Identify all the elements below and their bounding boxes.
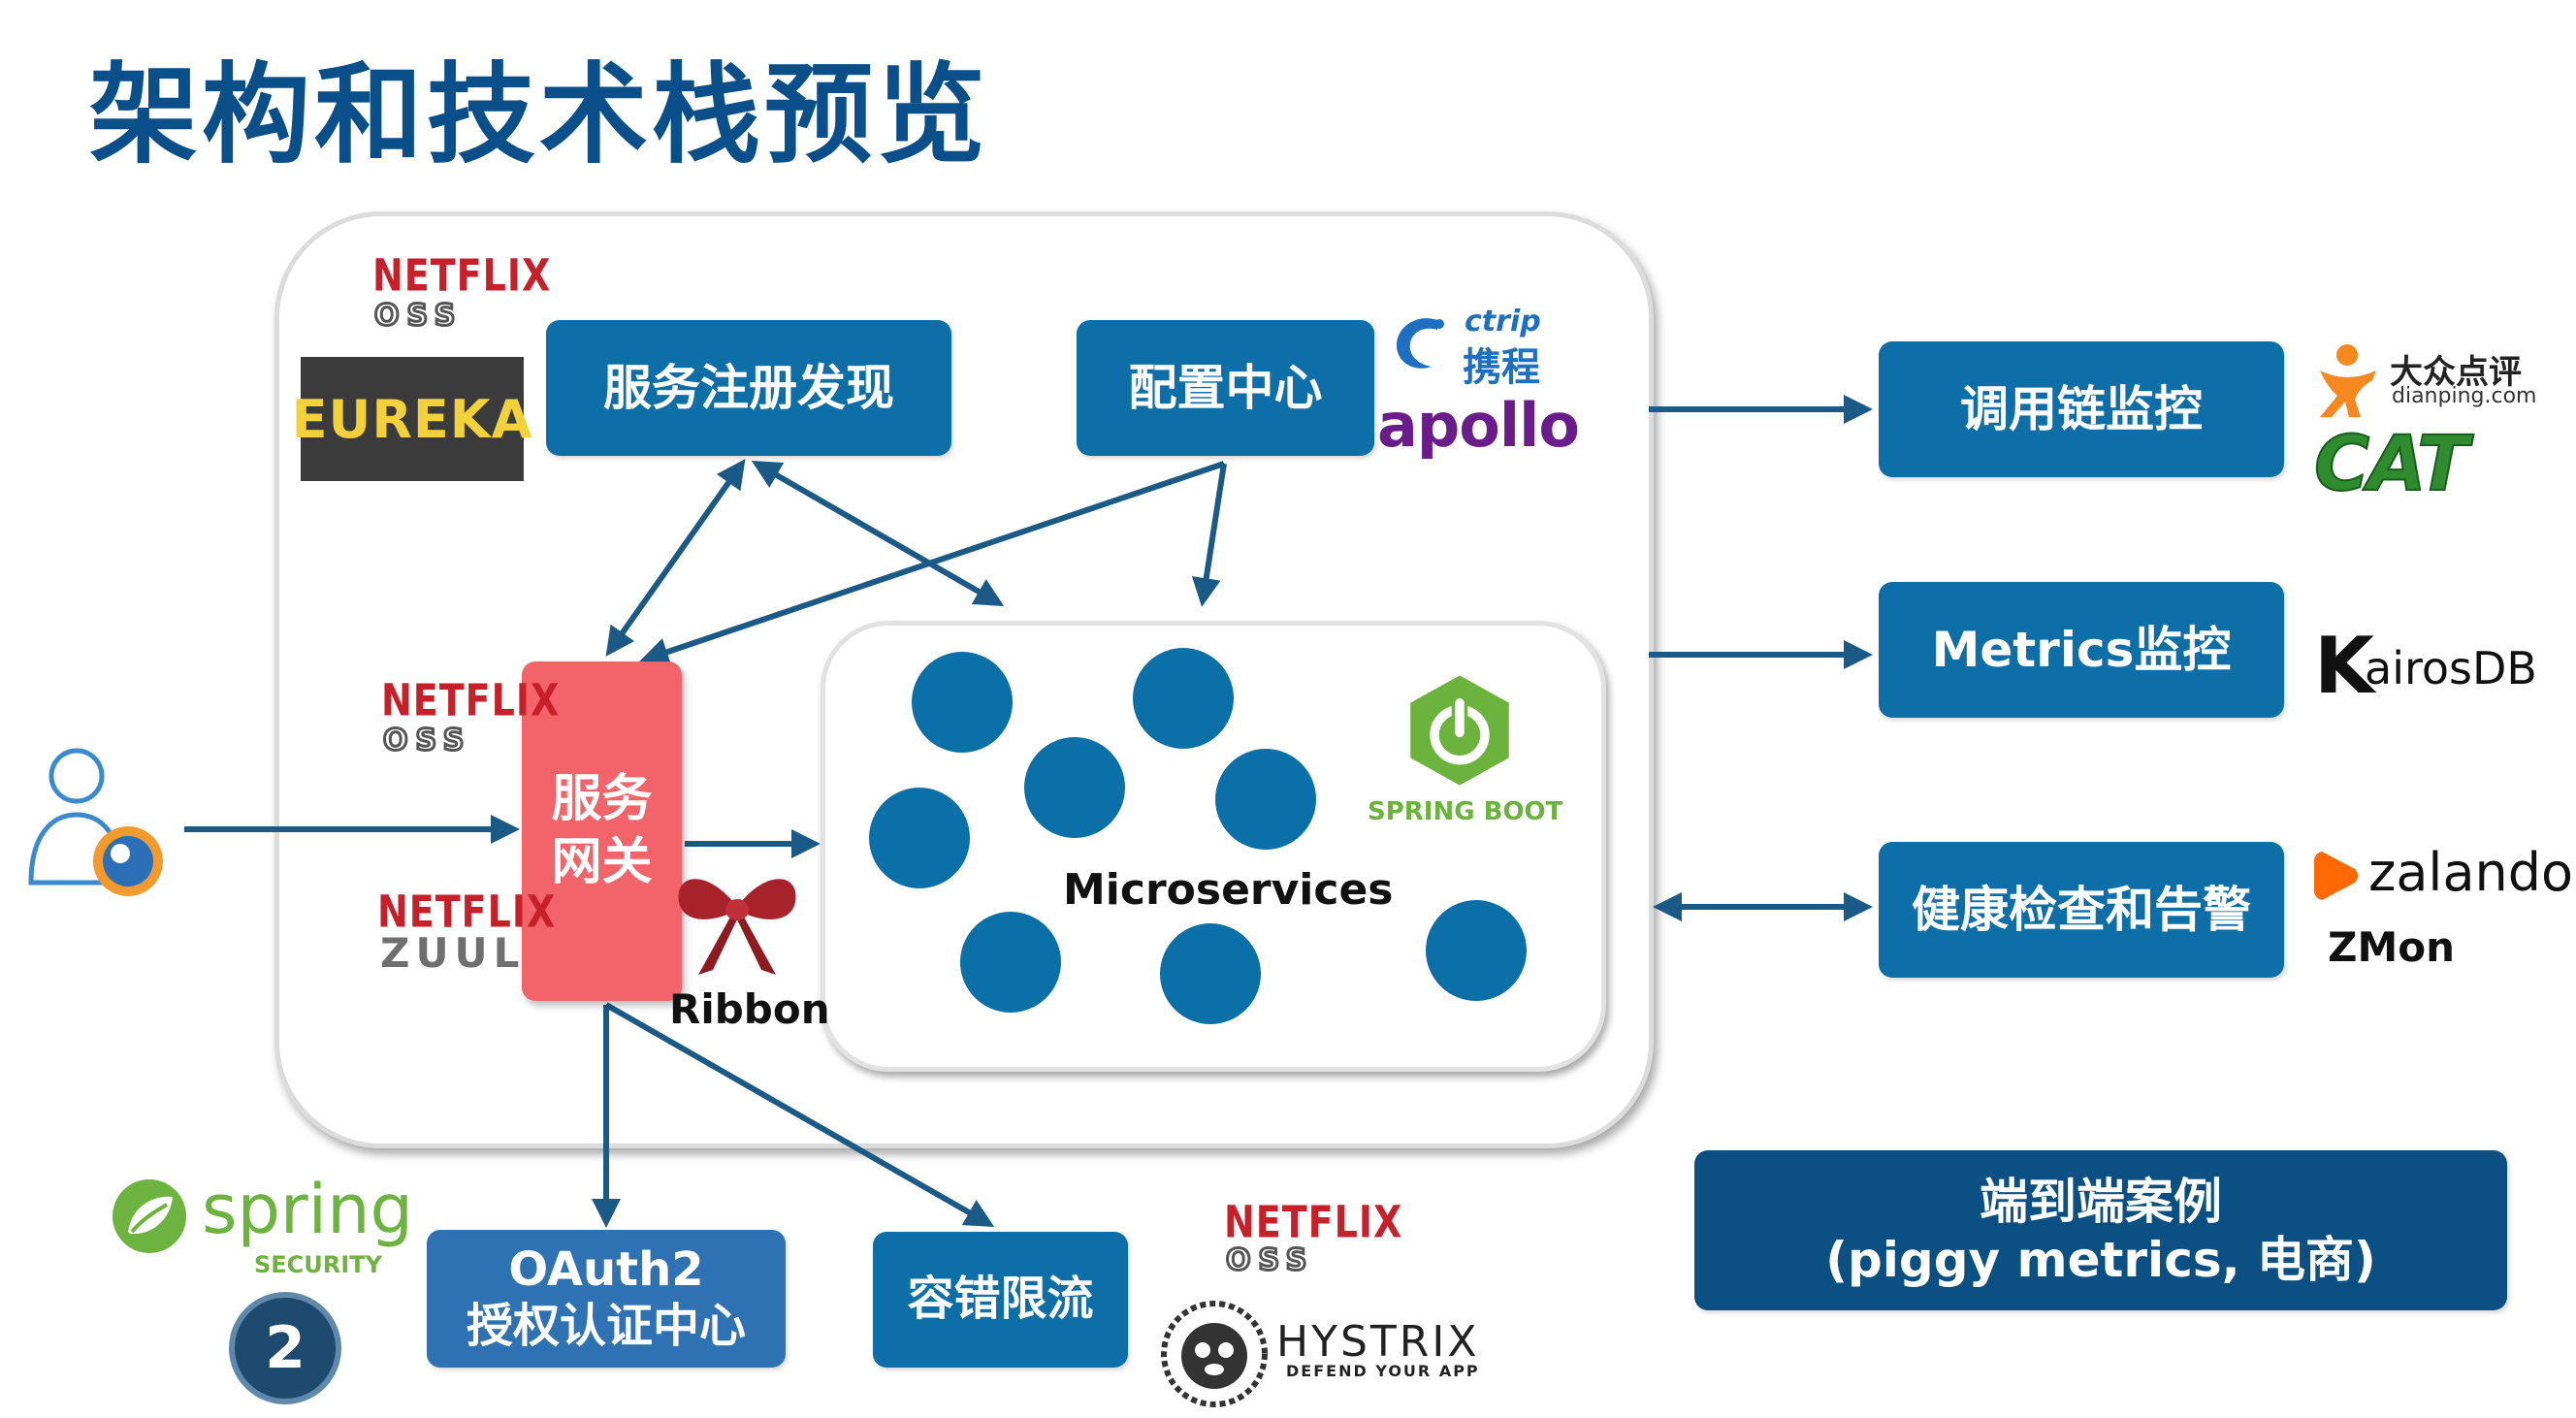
ribbon-bow-icon (678, 879, 796, 975)
arrow-config-gateway (639, 461, 1225, 666)
zalando-logo: zalando (2368, 842, 2574, 903)
page-title: 架构和技术栈预览 (89, 52, 989, 178)
microservices-label: Microservices (1063, 865, 1394, 915)
eureka-text: EUREKA (291, 388, 533, 450)
health-alert-box: 健康检查和告警 (1879, 842, 2284, 978)
ctrip-dolphin-icon (1397, 318, 1444, 369)
netflix-logo: NETFLIX (377, 886, 557, 938)
microservice-dot (912, 652, 1013, 753)
eureka-logo: EUREKA (292, 357, 531, 481)
user-icon (28, 748, 163, 896)
oss-logo: OSS (1224, 1242, 1315, 1279)
arrow-registry-microservices (751, 461, 1005, 606)
hystrix-porcupine-icon (1161, 1301, 1268, 1407)
service-registry-box: 服务注册发现 (546, 320, 951, 456)
hystrix-logo: HYSTRIX (1276, 1317, 1480, 1367)
microservice-dot (1133, 648, 1234, 749)
tracing-box: 调用链监控 (1879, 341, 2284, 477)
oauth-box: OAuth2 授权认证中心 (427, 1230, 786, 1368)
kairos-k-logo: K (2314, 621, 2374, 711)
microservice-dot (869, 788, 970, 888)
cat-logo: CAT (2313, 420, 2469, 509)
microservice-dot (1215, 749, 1316, 850)
netflix-logo: NETFLIX (372, 249, 552, 302)
apollo-logo: apollo (1377, 390, 1580, 461)
ctrip-logo: ctrip (1465, 305, 1541, 338)
spring-security-logo: SECURITY (254, 1251, 382, 1278)
oauth2-number: 2 (265, 1314, 306, 1382)
config-center-box: 配置中心 (1077, 320, 1374, 456)
dianping-cn-logo: 大众点评 (2390, 353, 2522, 392)
zmon-label: ZMon (2328, 923, 2456, 971)
ribbon-label: Ribbon (669, 985, 830, 1033)
gateway-label: 服务 网关 (551, 770, 653, 891)
hystrix-tagline: DEFEND YOUR APP (1286, 1362, 1480, 1380)
spring-boot-icon (1410, 675, 1509, 786)
oss-logo: OSS (381, 723, 472, 759)
case-study-box: 端到端案例 (piggy metrics, 电商) (1694, 1150, 2507, 1310)
arrow-registry-gateway (605, 459, 746, 657)
microservice-dot (1160, 923, 1261, 1024)
microservice-dot (1024, 737, 1125, 838)
arrow-gateway-circuit (604, 1002, 995, 1227)
oauth2-badge-icon: 2 (229, 1292, 341, 1404)
dianping-icon (2320, 344, 2376, 417)
netflix-logo: NETFLIX (1224, 1196, 1403, 1248)
zuul-logo: ZUUL (380, 929, 526, 977)
arrow-config-microservices (1191, 463, 1227, 607)
dianping-url: dianping.com (2392, 384, 2537, 408)
oss-logo: OSS (372, 298, 464, 335)
microservice-dot (960, 912, 1061, 1013)
api-gateway-box: 服务 网关 (522, 661, 682, 1001)
microservice-dot (1426, 900, 1527, 1001)
zalando-icon (2314, 852, 2358, 900)
spring-logo: spring (202, 1170, 413, 1249)
ctrip-cn-logo: 携程 (1463, 345, 1540, 390)
spring-boot-label: SPRING BOOT (1368, 797, 1563, 826)
netflix-logo: NETFLIX (381, 674, 561, 726)
spring-leaf-icon (113, 1179, 186, 1253)
circuit-breaker-box: 容错限流 (873, 1232, 1128, 1368)
kairosdb-logo: airosDB (2365, 642, 2537, 694)
metrics-box: Metrics监控 (1879, 582, 2284, 718)
